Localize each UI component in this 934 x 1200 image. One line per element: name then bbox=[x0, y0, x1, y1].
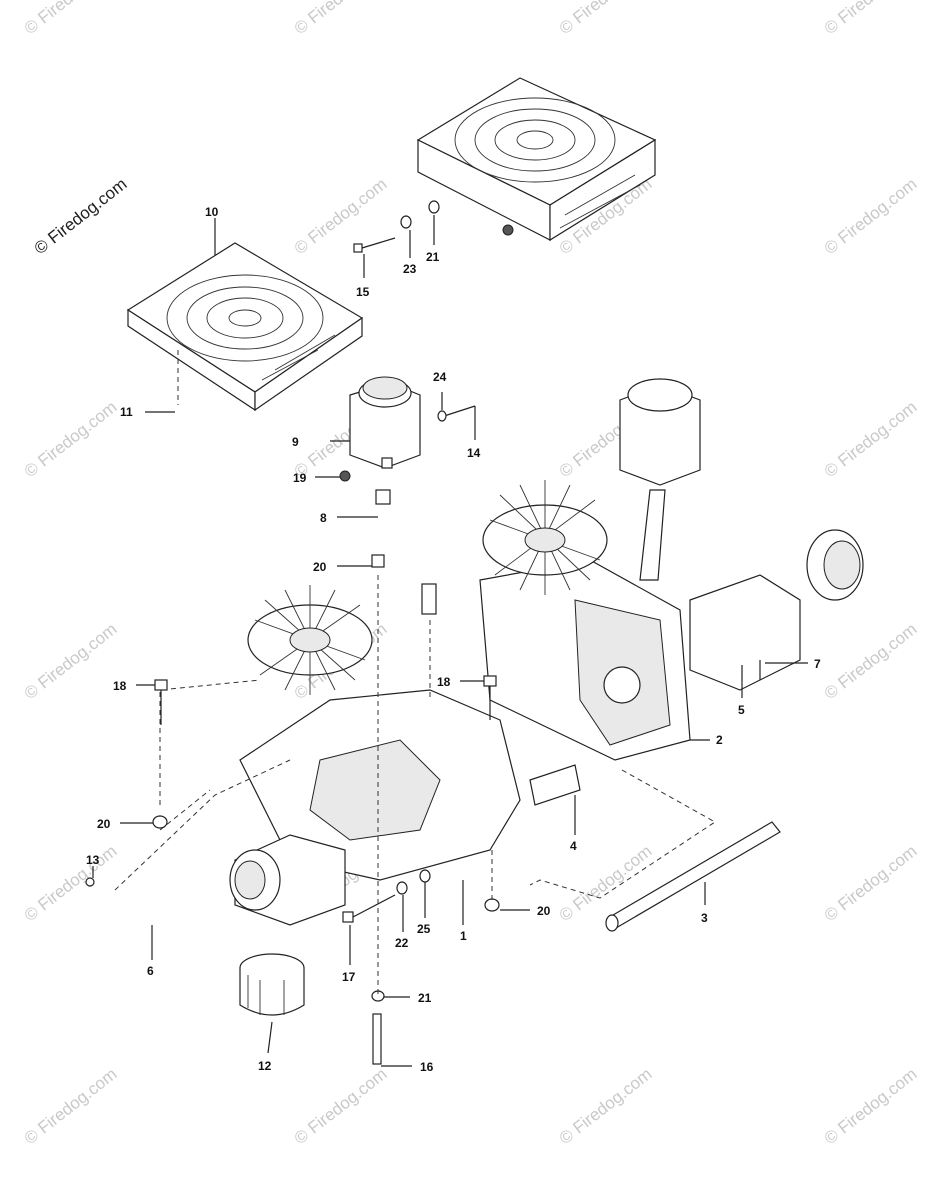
callout-14: 14 bbox=[467, 446, 481, 460]
fan-shroud-right bbox=[416, 77, 657, 242]
callout-23: 23 bbox=[403, 262, 417, 276]
fan-shroud-left bbox=[126, 218, 364, 412]
callout-19: 19 bbox=[293, 471, 307, 485]
callout-12: 12 bbox=[258, 1059, 272, 1073]
watermark: © Firedog.com bbox=[21, 1064, 121, 1148]
callout-6: 6 bbox=[147, 964, 154, 978]
callout-4: 4 bbox=[570, 839, 577, 853]
transaxle-left bbox=[229, 585, 581, 926]
callout-9: 9 bbox=[292, 435, 299, 449]
watermark: © Firedog.com bbox=[821, 1064, 921, 1148]
watermark: © Firedog.com bbox=[821, 841, 921, 925]
watermark: © Firedog.com bbox=[821, 619, 921, 703]
callout-13: 13 bbox=[86, 853, 100, 867]
callout-2: 2 bbox=[716, 733, 723, 747]
callout-24: 24 bbox=[433, 370, 447, 384]
fasteners bbox=[152, 554, 500, 1065]
callout-20-bottom: 20 bbox=[537, 904, 551, 918]
callout-17: 17 bbox=[342, 970, 356, 984]
transaxle-right bbox=[479, 378, 864, 761]
callout-3: 3 bbox=[701, 911, 708, 925]
callout-1: 1 bbox=[460, 929, 467, 943]
callout-10: 10 bbox=[205, 205, 219, 219]
hose bbox=[375, 489, 437, 615]
tube bbox=[605, 821, 781, 932]
callout-7: 7 bbox=[814, 657, 821, 671]
watermark: © Firedog.com bbox=[821, 397, 921, 481]
callout-20-left: 20 bbox=[97, 817, 111, 831]
callout-11: 11 bbox=[120, 405, 133, 419]
watermark: © Firedog.com bbox=[821, 174, 921, 258]
callout-8: 8 bbox=[320, 511, 327, 525]
callout-18-left: 18 bbox=[113, 679, 127, 693]
watermark: © Firedog.com bbox=[291, 1064, 391, 1148]
oil-filter bbox=[239, 953, 305, 1016]
watermark: © Firedog.com bbox=[556, 1064, 656, 1148]
copyright-notice: © Firedog.com bbox=[31, 174, 131, 258]
watermark: © Firedog.com bbox=[291, 0, 391, 38]
watermark: © Firedog.com bbox=[21, 397, 121, 481]
watermark: © Firedog.com bbox=[21, 619, 121, 703]
watermark: © Firedog.com bbox=[821, 0, 921, 38]
shroud-hardware bbox=[353, 200, 440, 278]
callout-16: 16 bbox=[420, 1060, 434, 1074]
watermark: © Firedog.com bbox=[21, 841, 121, 925]
callout-21-top: 21 bbox=[426, 250, 440, 264]
callout-25: 25 bbox=[417, 922, 431, 936]
callout-18-right: 18 bbox=[437, 675, 451, 689]
callout-21-bottom: 21 bbox=[418, 991, 432, 1005]
callout-5: 5 bbox=[738, 703, 745, 717]
watermark: © Firedog.com bbox=[291, 174, 391, 258]
callouts: 1 2 3 4 5 6 7 8 9 10 11 12 13 14 15 16 1… bbox=[86, 205, 821, 1074]
callout-22: 22 bbox=[395, 936, 409, 950]
watermark: © Firedog.com bbox=[21, 0, 121, 38]
watermark: © Firedog.com bbox=[556, 0, 656, 38]
callout-20-top: 20 bbox=[313, 560, 327, 574]
bypass-rod bbox=[84, 877, 216, 990]
oil-reservoir-left bbox=[330, 376, 476, 482]
leader-lines bbox=[92, 392, 808, 1067]
callout-15: 15 bbox=[356, 285, 370, 299]
